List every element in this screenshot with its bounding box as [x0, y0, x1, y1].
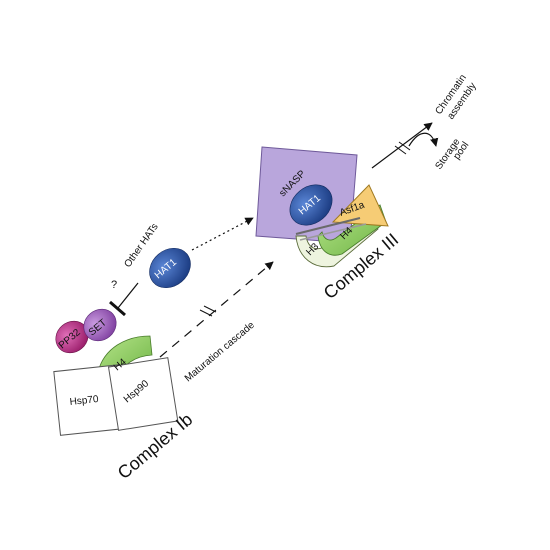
inhibition-bar: [109, 300, 126, 317]
hat1-recruit-arrow: [191, 217, 254, 251]
hat1-free-ellipse: [149, 247, 191, 289]
storage-arrow: [408, 132, 439, 147]
linker-bar-1: [295, 217, 361, 235]
set-ellipse: [83, 308, 117, 342]
break-mark-4: [398, 141, 411, 151]
hsp70-label: Hsp70: [69, 394, 99, 408]
break-mark-1: [199, 309, 213, 317]
maturation-arrow: [159, 261, 274, 358]
asf1a-shape: [331, 184, 389, 227]
hsp90-box: [107, 357, 179, 431]
question-mark: ?: [111, 279, 117, 291]
inhibition-line: [117, 282, 139, 309]
complex-iii: sNASP HAT1 Asf1a H3 H4 Complex III: [255, 146, 402, 303]
maturation-label: Maturation cascade: [183, 319, 257, 384]
break-mark-2: [203, 305, 217, 313]
linker-bar-2: [299, 223, 367, 241]
hat1-free: HAT1: [149, 247, 191, 289]
chromatin-arrow: [371, 122, 433, 169]
hat1-complex-ellipse: [289, 184, 333, 226]
break-mark-3: [394, 145, 407, 155]
complex-ib: Hsp70 Hsp90 H4 PP32 SET Complex Ib: [53, 308, 196, 483]
